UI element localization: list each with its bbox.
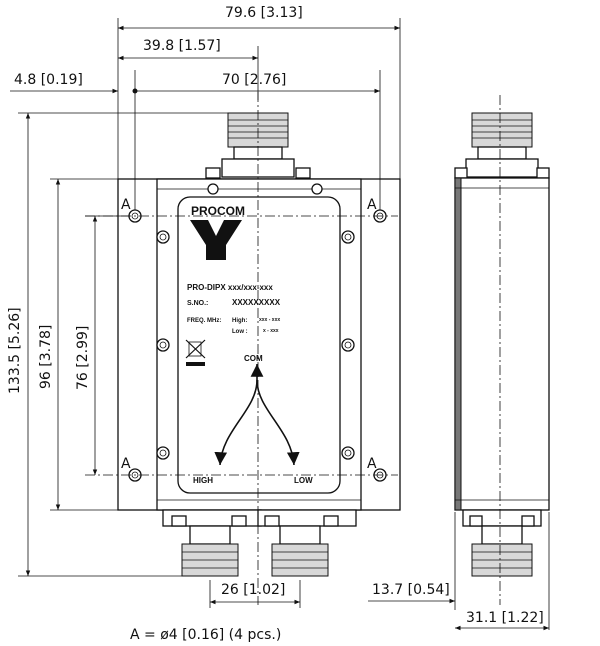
low-port-label: LOW: [294, 476, 313, 485]
side-view: [454, 95, 550, 605]
bottom-connectors: [162, 509, 357, 577]
weee-bin-icon: [185, 339, 206, 366]
dim-body-height: 96 [3.78]: [38, 325, 54, 389]
signal-path: [214, 364, 300, 466]
dim-hole-spacing-x: 70 [2.76]: [222, 72, 286, 88]
high-freq-value: xxx - xxx: [259, 317, 280, 323]
dim-connector-spacing: 26 [1.02]: [221, 582, 285, 598]
hole-marker-a-br: A: [367, 456, 377, 472]
low-freq-value: x - xxx: [263, 328, 279, 334]
dim-side-offset: 13.7 [0.54]: [372, 582, 450, 598]
hole-marker-a-bl: A: [121, 456, 131, 472]
hole-note: A = ø4 [0.16] (4 pcs.): [130, 627, 281, 643]
serial-label: S.NO.:: [187, 300, 208, 307]
dim-hole-spacing-y: 76 [2.99]: [75, 326, 91, 390]
dim-overall-height: 133.5 [5.26]: [7, 307, 23, 394]
freq-label: FREQ. MHz:: [187, 318, 221, 324]
hole-marker-a-tr: A: [367, 197, 377, 213]
hole-marker-a-tl: A: [121, 197, 131, 213]
label-plate: [177, 196, 341, 494]
high-freq-label: High:: [232, 318, 247, 324]
dim-half-width: 39.8 [1.57]: [143, 38, 221, 54]
procom-logo: [190, 220, 242, 260]
com-label: COM: [244, 354, 263, 363]
model-text: PRO-DIPX xxx/xxx-xxx: [187, 283, 273, 292]
brand-text: PROCOM: [191, 204, 245, 218]
serial-value: XXXXXXXXX: [232, 298, 281, 307]
dim-side-depth: 31.1 [1.22]: [466, 610, 544, 626]
dim-edge-offset: 4.8 [0.19]: [14, 72, 83, 88]
dimension-lines: [10, 18, 550, 631]
housing-screws: [156, 183, 355, 460]
front-view: A A A A PROC: [85, 92, 401, 605]
dim-overall-width: 79.6 [3.13]: [225, 5, 303, 21]
low-freq-label: Low :: [232, 329, 248, 335]
high-port-label: HIGH: [193, 476, 213, 485]
